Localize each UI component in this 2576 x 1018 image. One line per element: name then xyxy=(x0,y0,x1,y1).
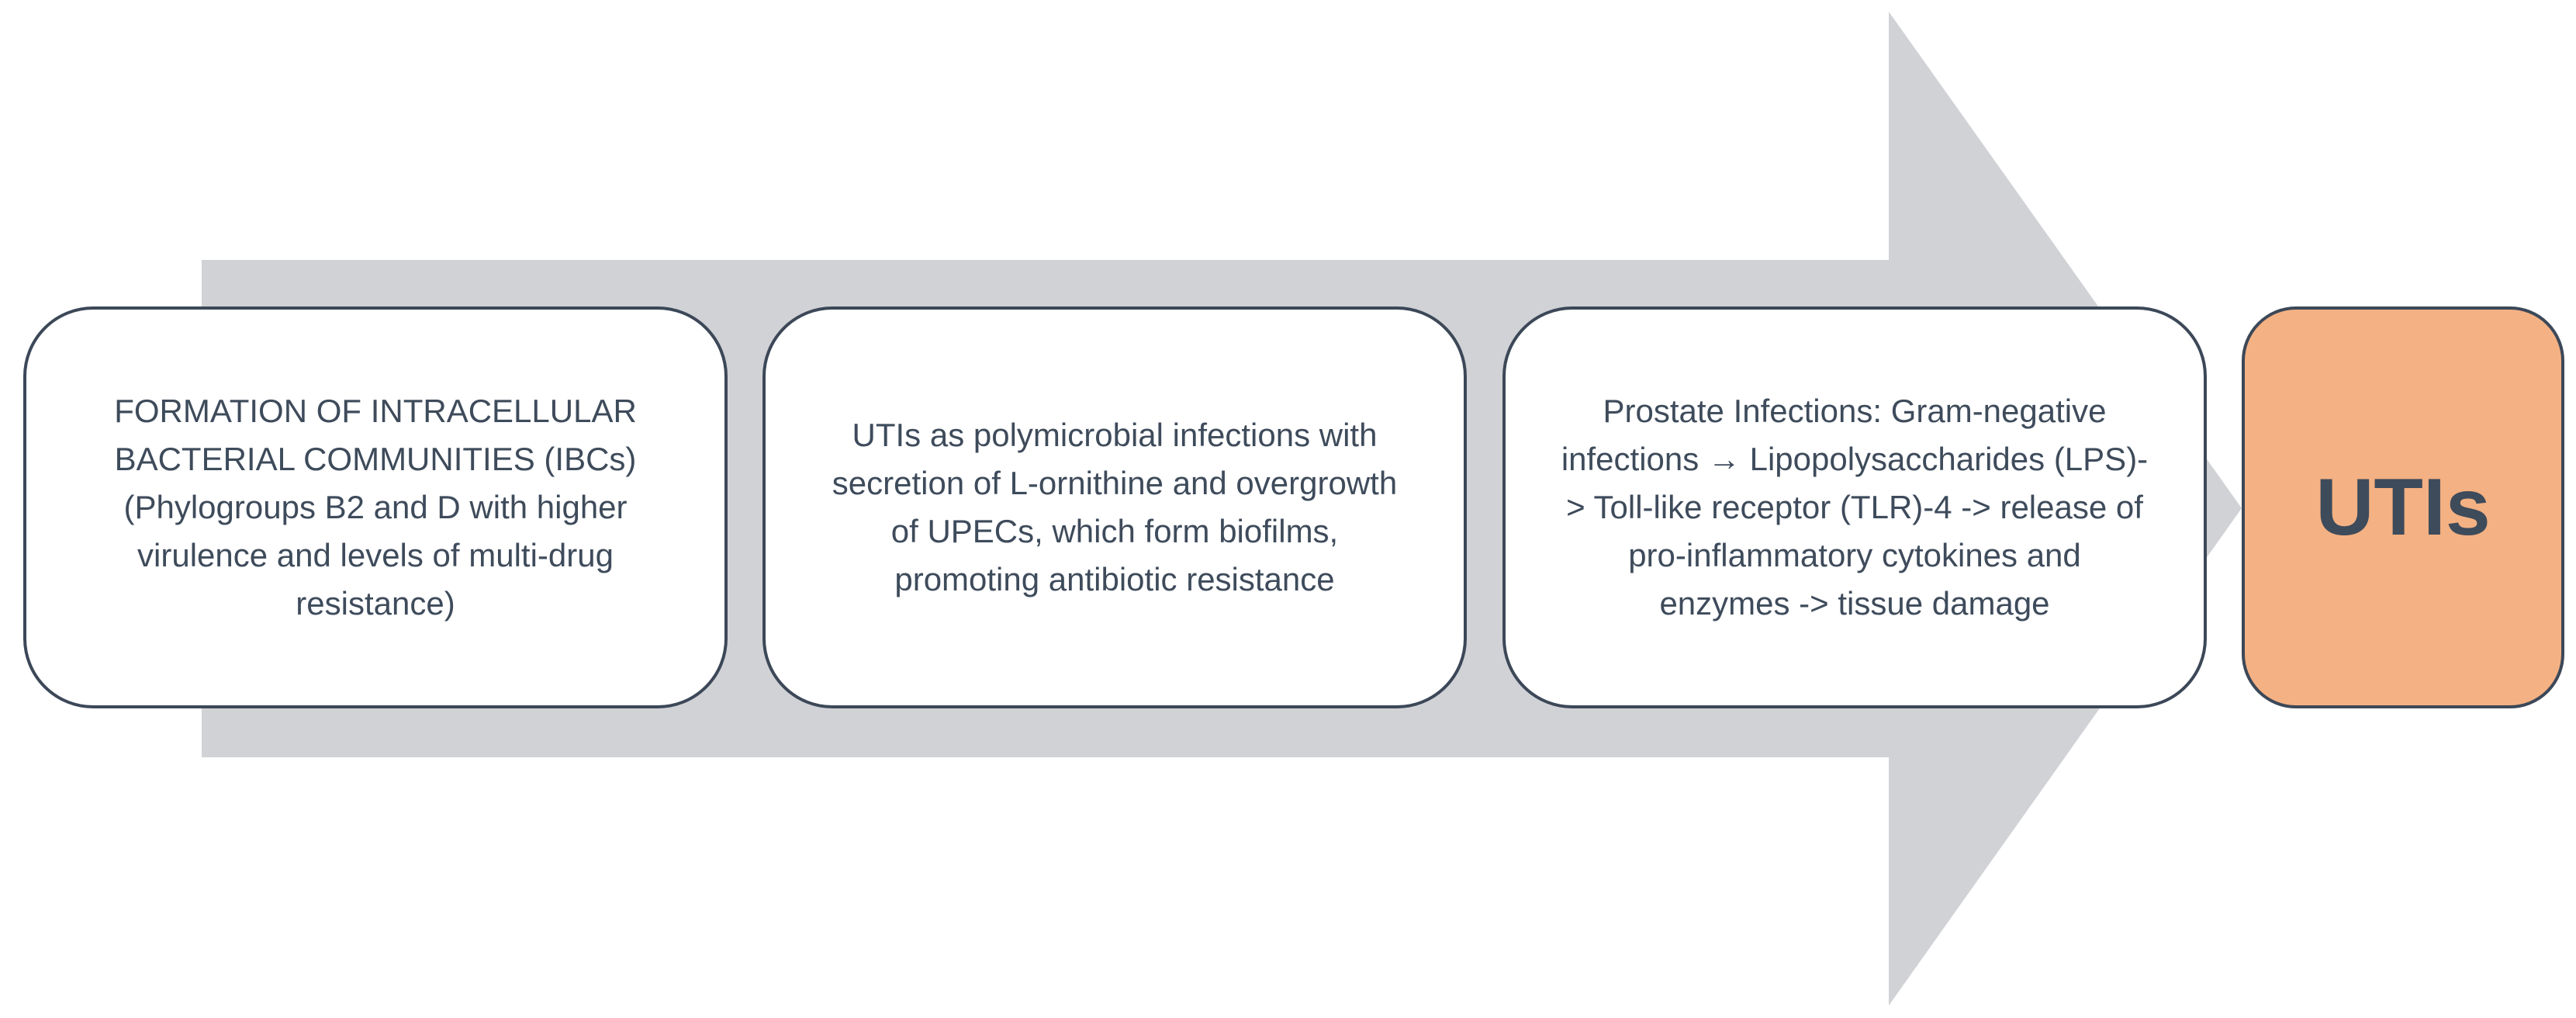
step-text: UTIs as polymicrobial infections with se… xyxy=(832,417,1398,597)
step-box-polymicrobial-infection: UTIs as polymicrobial infections with se… xyxy=(762,306,1467,708)
outcome-box: UTIs xyxy=(2242,306,2564,708)
step-box-ibc-formation: FORMATION OF INTRACELLULAR BACTERIAL COM… xyxy=(23,306,728,708)
step-text: FORMATION OF INTRACELLULAR BACTERIAL COM… xyxy=(114,393,637,622)
step-box-prostate-infection: Prostate Infections: Gram-negative infec… xyxy=(1502,306,2207,708)
outcome-label: UTIs xyxy=(2315,462,2491,552)
step-text: Prostate Infections: Gram-negative infec… xyxy=(1561,393,2149,622)
